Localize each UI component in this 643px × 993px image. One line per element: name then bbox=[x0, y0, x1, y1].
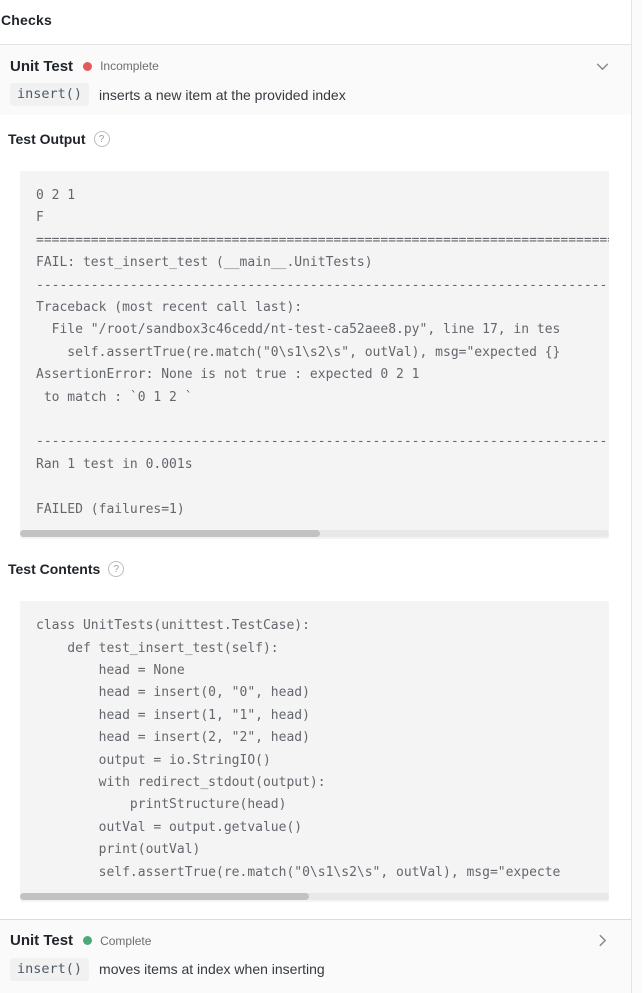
test-output-header: Test Output ? bbox=[8, 131, 631, 147]
method-code-chip: insert() bbox=[10, 83, 90, 106]
test-contents-block[interactable]: class UnitTests(unittest.TestCase): def … bbox=[20, 601, 609, 902]
status-label: Complete bbox=[100, 933, 152, 948]
check-description: moves items at index when inserting bbox=[99, 961, 325, 978]
check-incomplete-body: Test Output ? 0 2 1 F ==================… bbox=[0, 115, 631, 919]
help-icon[interactable]: ? bbox=[93, 131, 110, 147]
status-dot-complete bbox=[83, 936, 93, 946]
horizontal-scrollbar[interactable] bbox=[20, 530, 609, 538]
page-title: Checks bbox=[1, 12, 53, 28]
scrollbar-thumb[interactable] bbox=[20, 892, 309, 900]
test-output-text: 0 2 1 F ================================… bbox=[36, 188, 609, 517]
status-dot-incomplete bbox=[83, 61, 93, 71]
test-contents-text: class UnitTests(unittest.TestCase): def … bbox=[36, 618, 561, 880]
check-complete-description-row: insert() moves items at index when inser… bbox=[10, 957, 611, 981]
scrollbar-thumb[interactable] bbox=[20, 530, 321, 538]
method-code-chip: insert() bbox=[10, 957, 90, 981]
chevron-right-icon[interactable] bbox=[594, 932, 611, 949]
test-output-block[interactable]: 0 2 1 F ================================… bbox=[20, 171, 609, 540]
check-complete-header[interactable]: Unit Test Complete insert() moves items … bbox=[0, 918, 631, 993]
test-contents-header: Test Contents ? bbox=[8, 561, 631, 578]
status-label: Incomplete bbox=[100, 59, 159, 73]
test-contents-label: Test Contents bbox=[8, 561, 101, 578]
test-output-label: Test Output bbox=[8, 131, 86, 147]
check-type-label: Unit Test bbox=[10, 932, 74, 950]
check-incomplete-description-row: insert() inserts a new item at the provi… bbox=[10, 83, 611, 106]
help-icon[interactable]: ? bbox=[108, 561, 125, 578]
check-incomplete-header[interactable]: Unit Test Incomplete insert() inserts a … bbox=[0, 44, 631, 115]
check-complete-title-row: Unit Test Complete bbox=[10, 929, 611, 953]
page-scrollbar-gutter[interactable] bbox=[632, 0, 642, 993]
check-type-label: Unit Test bbox=[10, 57, 74, 75]
check-incomplete-title-row: Unit Test Incomplete bbox=[10, 54, 611, 78]
check-description: inserts a new item at the provided index bbox=[99, 86, 346, 103]
chevron-down-icon[interactable] bbox=[594, 58, 611, 75]
horizontal-scrollbar[interactable] bbox=[20, 892, 609, 900]
